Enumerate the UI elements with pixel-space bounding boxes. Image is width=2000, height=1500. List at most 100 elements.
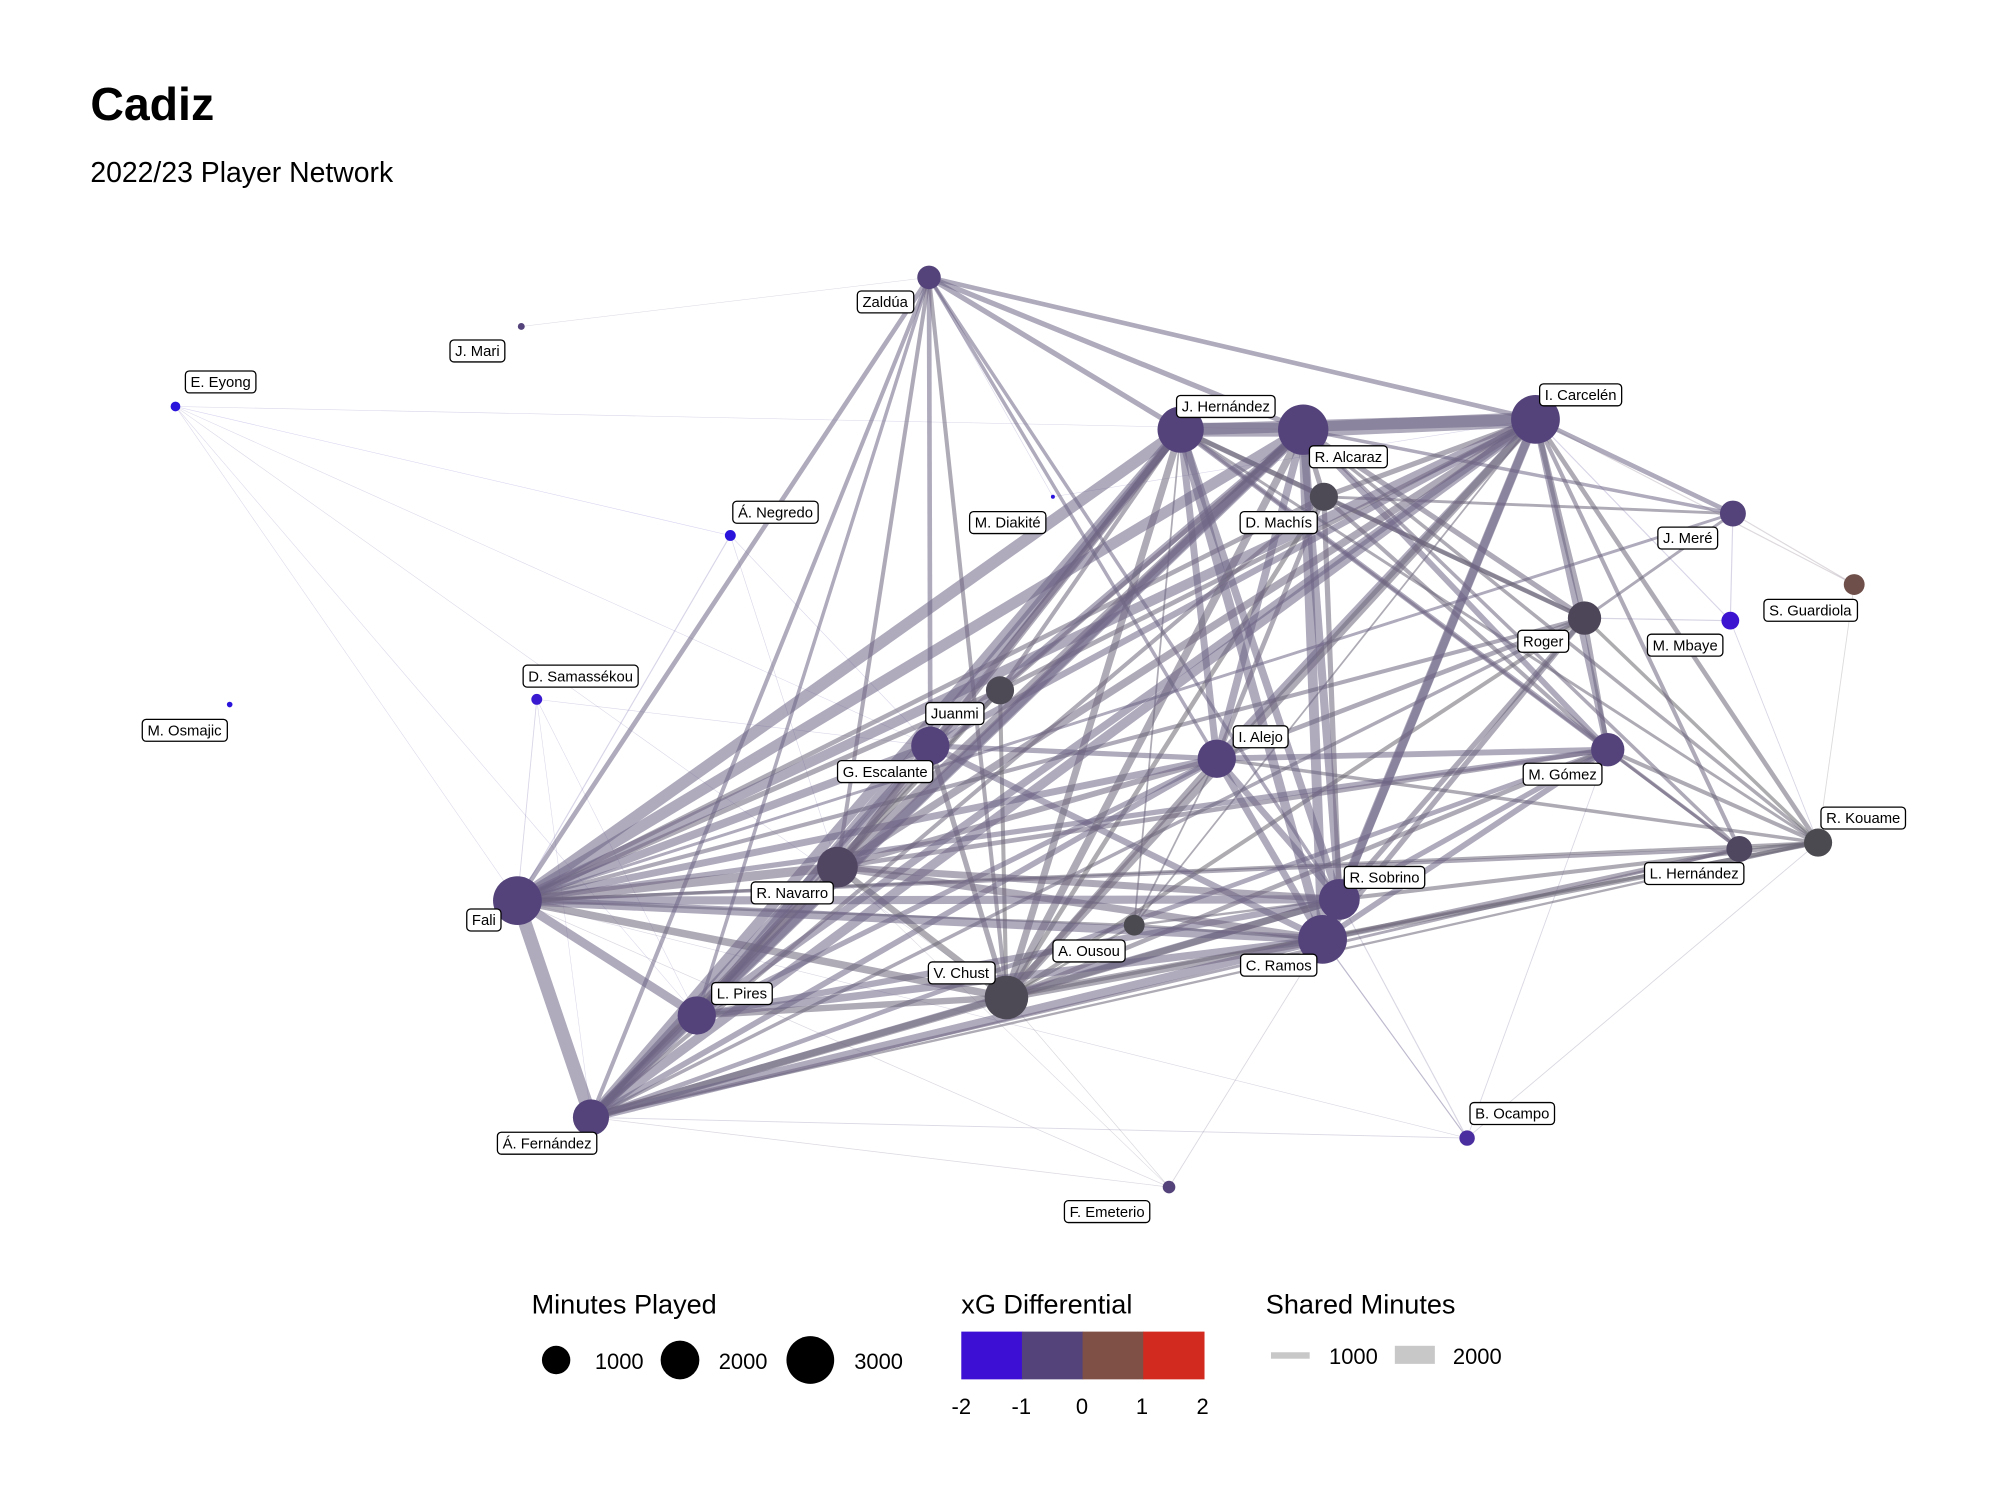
- legend-size-1000: [541, 1345, 571, 1375]
- node-label-box: [1063, 1200, 1151, 1224]
- node-label: Á. Negredo: [732, 500, 819, 524]
- edge-E. Eyong-L. Pires: [175, 406, 697, 1016]
- node-label-text: Á. Negredo: [738, 504, 813, 521]
- node-label-text: Á. Fernández: [503, 1135, 592, 1152]
- node-Á. Fernández: [572, 1099, 610, 1136]
- node-label-text: F. Emeterio: [1070, 1205, 1145, 1221]
- node-label-text: Roger: [1523, 634, 1563, 650]
- edge-R. Navarro-I. Alejo: [836, 755, 1218, 870]
- node-label-box: [1052, 939, 1126, 963]
- edge-F. Emeterio-V. Chust: [1006, 997, 1170, 1188]
- legend-xg-swatch: [961, 1331, 1023, 1380]
- edge-J. Hernández-I. Alejo: [1177, 429, 1221, 760]
- node-label-box: [1517, 629, 1570, 653]
- node-label-text: R. Alcaraz: [1315, 450, 1383, 466]
- node-R. Alcaraz: [1278, 404, 1329, 455]
- edge-Á. Fernández-C. Ramos: [589, 935, 1324, 1122]
- legend-size-label: 1000: [595, 1349, 644, 1374]
- node-label-text: Fali: [472, 913, 496, 929]
- node-label: I. Carcelén: [1538, 383, 1623, 407]
- legend-width-label: 1000: [1329, 1344, 1378, 1369]
- node-label-text: J. Meré: [1663, 531, 1712, 547]
- node-M. Gómez: [1591, 733, 1625, 767]
- node-I. Carcelén: [1511, 394, 1560, 444]
- edge-M. Gómez-R. Kouame: [1606, 747, 1819, 845]
- edge-J. Hernández-Zaldúa: [927, 275, 1182, 432]
- node-Juanmi: [985, 676, 1015, 705]
- legend-size-label: 2000: [719, 1349, 768, 1374]
- edge-I. Alejo-M. Gómez: [1216, 746, 1608, 762]
- chart-subtitle: 2022/23 Player Network: [90, 157, 394, 189]
- legend-xg-title: xG Differential: [961, 1289, 1132, 1320]
- edge-I. Carcelén-M. Mbaye: [1535, 418, 1731, 622]
- node-label: D. Samassékou: [522, 664, 639, 688]
- node-label-text: Zaldúa: [862, 295, 908, 311]
- chart-title: Cadiz: [90, 78, 214, 130]
- node-S. Guardiola: [1843, 574, 1865, 595]
- edge-I. Carcelén-V. Chust: [1003, 416, 1539, 1001]
- edge-Zaldúa-J. Mari: [521, 277, 930, 327]
- node-label-text: E. Eyong: [191, 375, 251, 391]
- edge-V. Chust-D. Machís: [1004, 495, 1326, 999]
- node-label-box: [856, 290, 915, 314]
- legend-xg-swatch: [1021, 1331, 1084, 1380]
- edge-J. Hernández-C. Ramos: [1176, 428, 1328, 941]
- edge-Fali-R. Alcaraz: [514, 424, 1307, 906]
- node-label-text: S. Guardiola: [1769, 603, 1852, 619]
- legend-width-label: 2000: [1453, 1344, 1502, 1369]
- node-I. Alejo: [1197, 739, 1236, 778]
- node-D. Machís: [1309, 482, 1338, 511]
- legend-shared-minutes: Shared Minutes 1000 2000: [1266, 1289, 1502, 1369]
- node-label-box: [1239, 510, 1318, 535]
- node-label: L. Pires: [710, 981, 773, 1006]
- edge-C. Ramos-B. Ocampo: [1322, 939, 1468, 1139]
- node-label-text: C. Ramos: [1246, 958, 1312, 974]
- node-E. Eyong: [170, 401, 181, 412]
- edge-Fali-I. Carcelén: [515, 414, 1538, 906]
- node-M. Mbaye: [1721, 611, 1740, 630]
- node-Fali: [493, 876, 542, 926]
- node-label-text: R. Kouame: [1826, 811, 1900, 827]
- node-label-box: [1469, 1101, 1556, 1126]
- edge-E. Eyong-G. Escalante: [175, 406, 931, 747]
- edge-Á. Fernández-F. Emeterio: [590, 1117, 1170, 1188]
- edge-Fali-L. Hernández: [517, 847, 1740, 903]
- node-label-box: [732, 500, 819, 524]
- node-M. Diakité: [1050, 494, 1055, 499]
- legend-size-3000: [786, 1336, 835, 1384]
- node-R. Navarro: [817, 846, 858, 888]
- edges-layer: [175, 274, 1855, 1188]
- edge-I. Carcelén-M. Gómez: [1532, 418, 1611, 751]
- node-C. Ramos: [1298, 914, 1347, 964]
- edge-Fali-R. Sobrino: [517, 895, 1340, 905]
- node-J. Mari: [517, 323, 525, 330]
- edge-J. Meré-S. Guardiola: [1732, 513, 1855, 586]
- edge-Á. Fernández-I. Alejo: [589, 756, 1219, 1120]
- node-label: D. Machís: [1239, 510, 1318, 535]
- node-label-text: D. Samassékou: [528, 669, 633, 685]
- node-label-box: [1175, 394, 1276, 419]
- node-label-box: [449, 339, 506, 363]
- edge-R. Alcaraz-M. Gómez: [1301, 427, 1610, 752]
- node-J. Meré: [1719, 500, 1746, 527]
- node-V. Chust: [984, 975, 1029, 1020]
- node-R. Sobrino: [1318, 878, 1360, 920]
- edge-J. Meré-M. Mbaye: [1729, 513, 1734, 621]
- node-label-box: [141, 718, 228, 742]
- legend-minutes-played: Minutes Played 1000 2000 3000: [532, 1289, 903, 1384]
- node-label-box: [836, 760, 934, 784]
- edge-B. Ocampo-M. Gómez: [1466, 749, 1609, 1139]
- edge-R. Sobrino-Roger: [1337, 616, 1587, 902]
- node-label: Juanmi: [925, 701, 985, 726]
- node-label: M. Gómez: [1522, 762, 1603, 786]
- edge-Fali-Á. Negredo: [516, 535, 731, 901]
- node-label: I. Alejo: [1232, 725, 1289, 749]
- legend-xg-swatch: [1082, 1331, 1144, 1380]
- node-label: Fali: [466, 908, 502, 932]
- legend-xg-differential: xG Differential -2 -1 0 1 2: [952, 1289, 1209, 1420]
- node-label-box: [1657, 526, 1719, 550]
- edge-R. Alcaraz-I. Carcelén: [1302, 411, 1536, 438]
- node-label-box: [710, 981, 773, 1006]
